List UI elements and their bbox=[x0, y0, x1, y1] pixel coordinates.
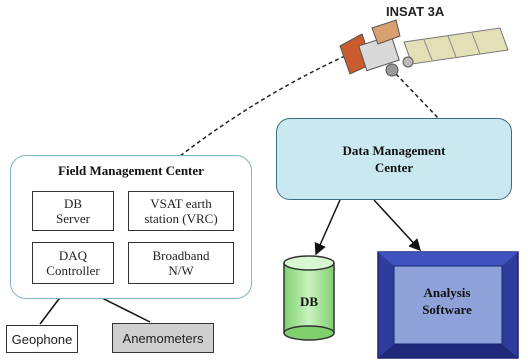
daq-controller-node: DAQ Controller bbox=[32, 242, 114, 284]
satellite-icon bbox=[339, 19, 509, 77]
data-management-center-box: Data Management Center bbox=[276, 118, 512, 200]
arrow-dmc-db bbox=[314, 199, 341, 256]
geophone-box: Geophone bbox=[6, 325, 78, 353]
broadband-network-node: Broadband N/W bbox=[128, 242, 234, 284]
vsat-earth-station-node: VSAT earth station (VRC) bbox=[128, 191, 234, 231]
satellite-link-curve bbox=[179, 55, 346, 157]
satellite-link-dashed bbox=[395, 73, 441, 121]
satellite-label: INSAT 3A bbox=[386, 4, 445, 19]
analysis-software-label: Analysis Software bbox=[422, 285, 472, 317]
field-management-center-title: Field Management Center bbox=[58, 163, 204, 178]
db-cylinder bbox=[283, 255, 335, 341]
db-server-node: DB Server bbox=[32, 191, 114, 231]
analysis-software-box bbox=[377, 251, 519, 359]
anemometers-box: Anemometers bbox=[112, 323, 214, 353]
db-label: DB bbox=[299, 294, 319, 309]
arrow-dmc-analysis bbox=[373, 199, 422, 252]
